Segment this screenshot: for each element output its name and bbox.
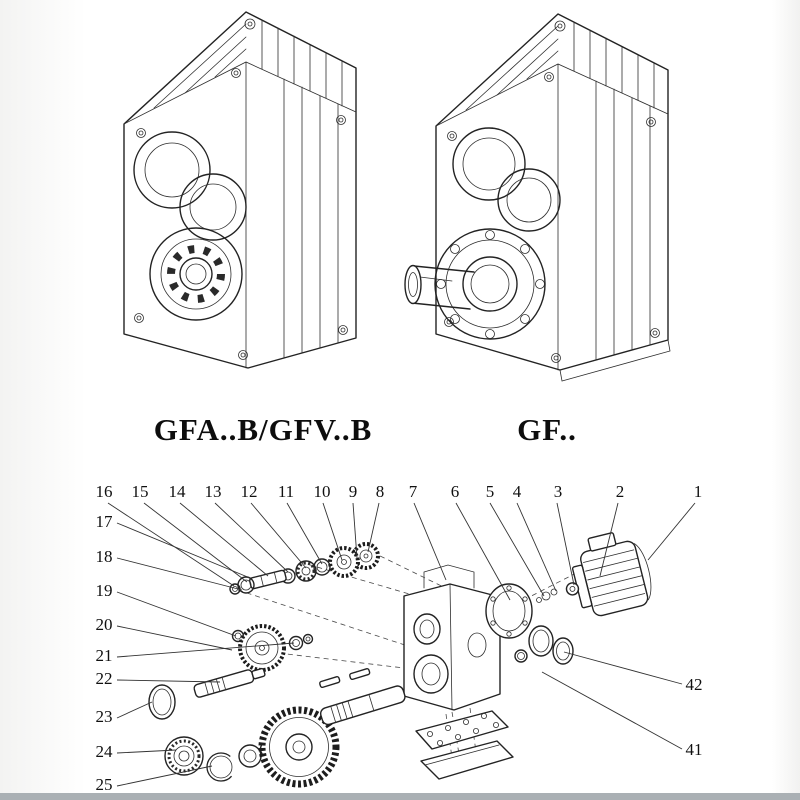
callout-leader-5 — [489, 502, 545, 597]
callout-41: 41 — [686, 740, 703, 759]
part-small-fasteners — [536, 588, 558, 603]
exploded-view: 1234567891011121314151617181920212223242… — [96, 482, 703, 794]
callout-12: 12 — [241, 482, 258, 501]
model-label-right: GF.. — [517, 412, 577, 447]
callout-7: 7 — [409, 482, 418, 501]
callout-leader-17 — [116, 522, 251, 579]
bearing-boss — [149, 227, 243, 321]
page-right-edge — [772, 0, 800, 800]
callout-leader-21 — [116, 642, 295, 658]
callout-9: 9 — [349, 482, 358, 501]
callout-20: 20 — [96, 615, 113, 634]
callout-leader-42 — [563, 651, 683, 685]
callout-leader-4 — [516, 502, 557, 592]
callout-leader-10 — [322, 502, 343, 561]
bore-circle — [497, 168, 561, 232]
callout-leader-6 — [455, 502, 511, 601]
part-seal-rings — [514, 625, 574, 665]
output-flange — [434, 228, 546, 340]
callout-leader-13 — [214, 502, 289, 573]
callout-leader-24 — [116, 749, 177, 754]
callout-leader-2 — [599, 502, 619, 577]
callout-25: 25 — [96, 775, 113, 794]
callout-leader-22 — [116, 679, 221, 683]
callout-4: 4 — [513, 482, 522, 501]
callout-leader-41 — [541, 671, 683, 750]
base-plate — [559, 339, 671, 382]
callout-42: 42 — [686, 675, 703, 694]
callout-10: 10 — [314, 482, 331, 501]
callout-8: 8 — [376, 482, 385, 501]
callout-leader-11 — [286, 502, 323, 565]
callout-leader-23 — [116, 701, 153, 719]
callout-23: 23 — [96, 707, 113, 726]
gearbox-drawing-gfab — [123, 11, 357, 369]
callout-6: 6 — [451, 482, 460, 501]
bolt-holes — [444, 20, 660, 363]
callout-leader-19 — [116, 591, 237, 637]
callout-17: 17 — [96, 512, 114, 531]
callout-5: 5 — [486, 482, 495, 501]
model-label-left: GFA..B/GFV..B — [154, 412, 373, 447]
part-intermediate-gearset — [148, 624, 314, 720]
top-fins — [153, 23, 247, 109]
part-motor — [565, 532, 652, 617]
callout-1: 1 — [694, 482, 703, 501]
callout-leader-12 — [250, 502, 307, 569]
callout-leader-1 — [647, 502, 696, 561]
callout-leader-15 — [143, 502, 248, 583]
callout-leader-8 — [367, 502, 380, 553]
callout-19: 19 — [96, 581, 113, 600]
part-output-gearset — [164, 668, 406, 788]
callout-leader-18 — [116, 557, 243, 591]
part-flange-ring — [485, 583, 533, 639]
callout-2: 2 — [616, 482, 625, 501]
callout-3: 3 — [554, 482, 563, 501]
callout-11: 11 — [278, 482, 294, 501]
callout-leader-14 — [179, 502, 269, 577]
bore-circle — [452, 127, 526, 201]
part-housing — [403, 564, 501, 711]
callout-leader-20 — [116, 625, 233, 651]
callout-18: 18 — [96, 547, 113, 566]
callout-14: 14 — [169, 482, 187, 501]
callout-21: 21 — [96, 646, 113, 665]
part-input-gearset — [229, 542, 380, 595]
bore-circle — [133, 131, 211, 209]
callout-leader-25 — [116, 765, 213, 787]
callout-leader-3 — [556, 502, 575, 586]
page-left-edge — [0, 0, 86, 800]
bore-circle — [179, 173, 247, 241]
callout-24: 24 — [96, 742, 114, 761]
callout-16: 16 — [96, 482, 113, 501]
side-ribs — [595, 80, 651, 361]
page-bottom-edge — [0, 793, 800, 800]
gearbox-drawing-gf — [404, 13, 671, 382]
callouts: 1234567891011121314151617181920212223242… — [96, 482, 703, 794]
callout-leader-9 — [352, 502, 358, 559]
callout-22: 22 — [96, 669, 113, 688]
bolt-holes — [134, 18, 348, 360]
callout-15: 15 — [132, 482, 149, 501]
output-shaft — [404, 264, 475, 310]
callout-leader-16 — [107, 502, 235, 587]
callout-leader-7 — [413, 502, 447, 581]
part-gasket-cover — [415, 710, 514, 780]
top-fins — [465, 25, 559, 111]
callout-13: 13 — [205, 482, 222, 501]
side-ribs — [283, 78, 339, 359]
